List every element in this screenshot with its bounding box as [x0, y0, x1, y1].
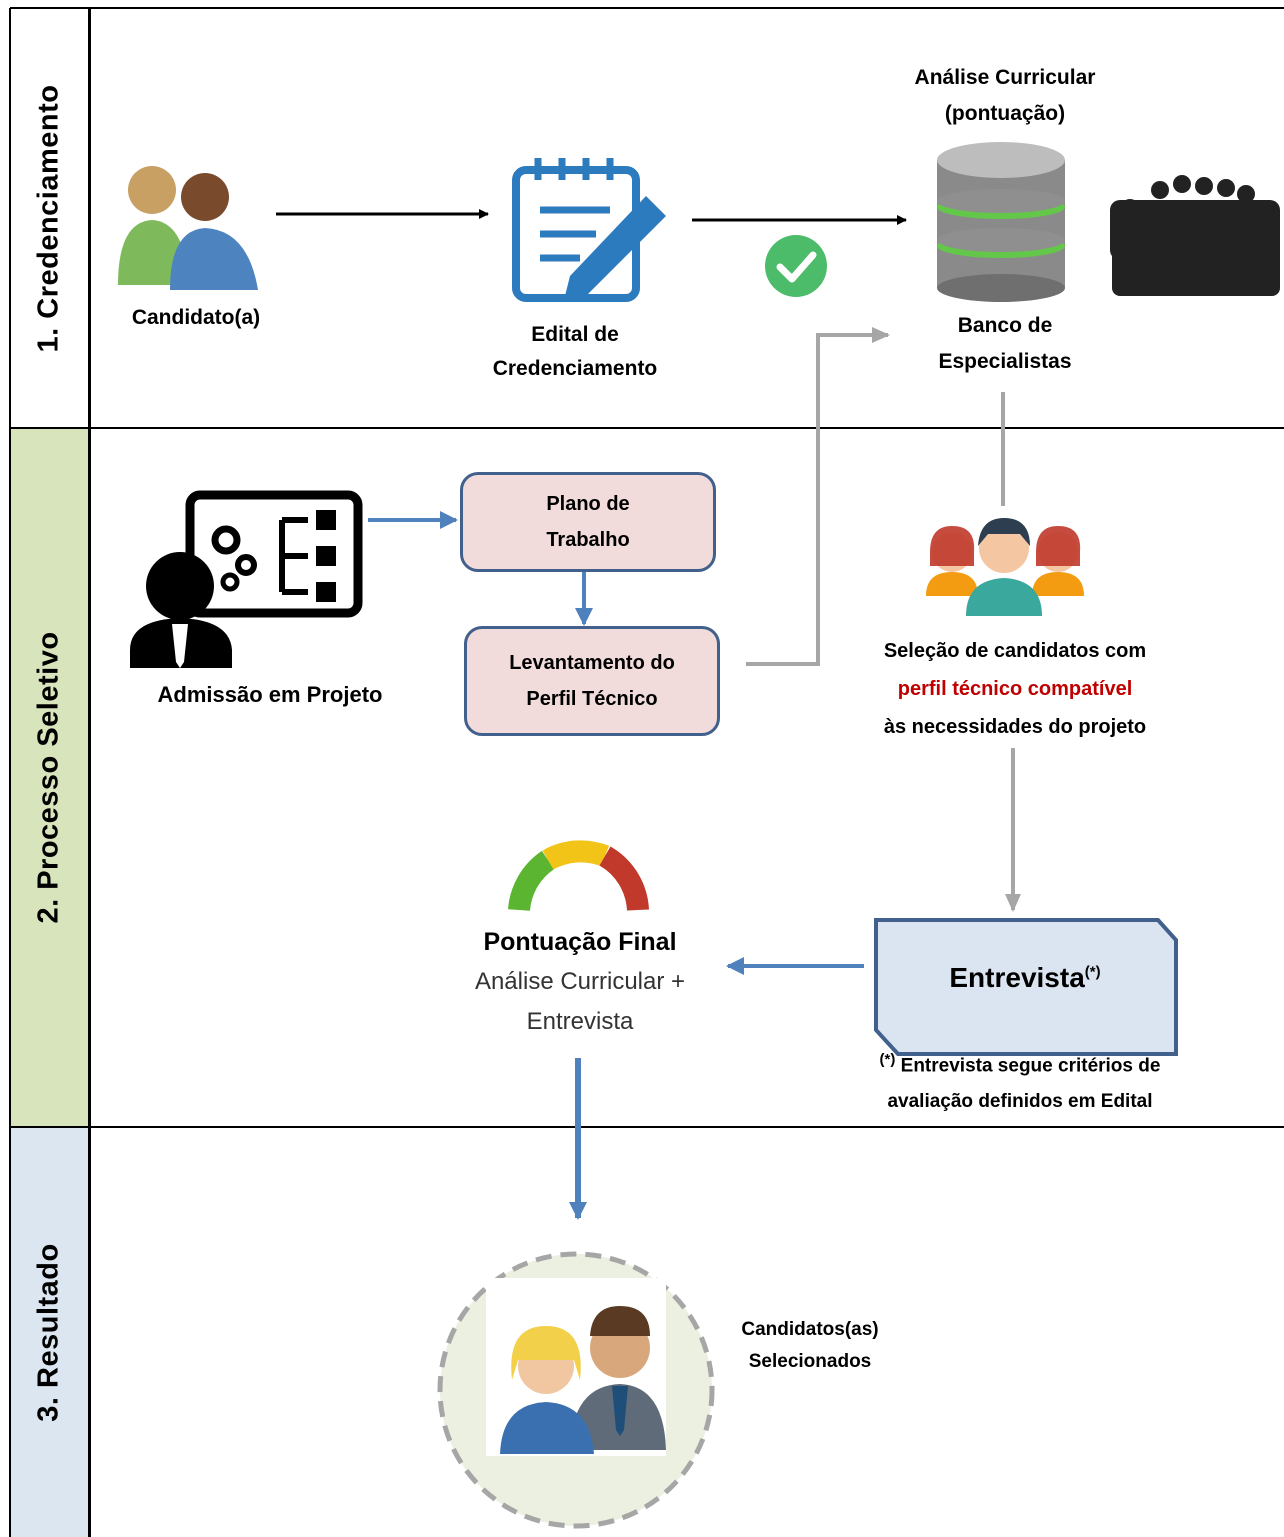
lane-label-resultado: 3. Resultado	[10, 1127, 90, 1537]
banco-especialistas-label: Banco de Especialistas	[860, 308, 1150, 380]
plano-line-1: Plano de	[546, 493, 630, 515]
selected-line-2: Selecionados	[748, 1351, 872, 1372]
selecao-candidatos-label: Seleção de candidatos com perfil técnico…	[840, 632, 1190, 746]
banco-line-2: Especialistas	[938, 350, 1072, 373]
entrevista-footnote-mark: (*)	[1084, 963, 1101, 981]
database-icon	[937, 142, 1065, 302]
analise-line-2: (pontuação)	[944, 102, 1066, 125]
presenter-board-icon	[130, 490, 363, 668]
lane-label-credenciamento: 1. Credenciamento	[10, 8, 90, 428]
lane-title: 2. Processo Seletivo	[32, 631, 65, 924]
admissao-label: Admissão em Projeto	[157, 682, 383, 707]
plano-line-2: Trabalho	[546, 529, 630, 551]
entrevista-label: Entrevista(*)	[880, 962, 1170, 994]
check-icon	[765, 235, 827, 297]
levantamento-line-2: Perfil Técnico	[526, 688, 658, 710]
levantamento-perfil-box: Levantamento do Perfil Técnico	[464, 626, 720, 736]
lane-title: 1. Credenciamento	[32, 84, 65, 352]
selected-candidates-label: Candidatos(as) Selecionados	[710, 1314, 910, 1378]
lane-3-fill	[10, 1127, 90, 1537]
lane-label-processo-seletivo: 2. Processo Seletivo	[10, 428, 90, 1127]
selected-candidates-icon	[486, 1278, 666, 1456]
selecao-line-1: Seleção de candidatos com	[883, 640, 1147, 662]
plano-trabalho-box: Plano de Trabalho	[460, 472, 716, 572]
analise-curricular-label: Análise Curricular (pontuação)	[860, 60, 1150, 132]
note-footnote-mark: (*)	[879, 1051, 896, 1068]
pontuacao-final-label: Pontuação Final Análise Curricular + Ent…	[430, 922, 730, 1042]
edital-document-icon	[512, 158, 666, 302]
pontuacao-title: Pontuação Final	[483, 928, 677, 956]
gauge-icon	[508, 840, 649, 912]
pontuacao-line-2: Entrevista	[526, 1008, 634, 1035]
entrevista-shape	[874, 918, 1178, 1056]
selecao-line-2-highlight: perfil técnico compatível	[897, 678, 1133, 700]
banco-line-1: Banco de	[957, 314, 1053, 337]
entrevista-note: (*) Entrevista segue critérios de avalia…	[830, 1042, 1210, 1120]
edital-label: Edital de Credenciamento	[430, 318, 720, 386]
lane-2-fill	[10, 428, 90, 1126]
levantamento-line-1: Levantamento do	[509, 652, 675, 674]
selected-group-icon	[926, 518, 1084, 616]
entrevista-text: Entrevista	[949, 962, 1085, 993]
lane-title: 3. Resultado	[32, 1242, 65, 1422]
selected-line-1: Candidatos(as)	[741, 1319, 879, 1340]
candidate-users-icon	[118, 166, 258, 290]
crowd-icon	[1110, 175, 1280, 296]
edital-label-line-1: Edital de	[531, 323, 619, 346]
arrow-levantamento-to-banco	[746, 327, 890, 666]
selecao-line-3: às necessidades do projeto	[883, 716, 1147, 738]
note-line-1: Entrevista segue critérios de	[895, 1055, 1161, 1077]
pontuacao-line-1: Análise Curricular +	[474, 968, 686, 995]
analise-line-1: Análise Curricular	[914, 66, 1096, 89]
candidate-label: Candidato(a)	[131, 306, 261, 329]
edital-label-line-2: Credenciamento	[492, 357, 658, 380]
note-line-2: avaliação definidos em Edital	[887, 1091, 1153, 1113]
